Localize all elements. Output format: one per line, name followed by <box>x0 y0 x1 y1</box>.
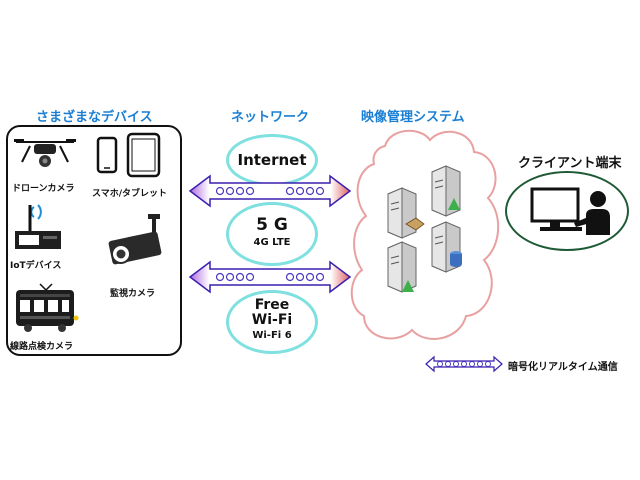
wifi-node: Free Wi-Fi Wi-Fi 6 <box>226 290 318 354</box>
device-label-camera: 監視カメラ <box>110 289 156 299</box>
device-label-iot: IoTデバイス <box>10 261 62 271</box>
network-heading: ネットワーク <box>231 110 310 125</box>
device-label-drone: ドローンカメラ <box>12 184 75 194</box>
server-2 <box>431 165 461 217</box>
lower-link-arrow <box>188 260 352 294</box>
server-4 <box>431 221 462 273</box>
fiveg-label: 5 G <box>256 215 288 235</box>
server-cloud-icon <box>350 129 500 340</box>
wifi-label: Wi-Fi <box>251 312 293 328</box>
server-3 <box>387 241 417 293</box>
system-heading: 映像管理システム <box>361 110 465 125</box>
legend-arrow-icon <box>425 355 503 373</box>
device-label-smartphone: スマホ/タブレット <box>92 189 168 199</box>
computer-user-icon <box>530 187 610 235</box>
upper-link-arrow <box>188 174 352 208</box>
client-heading: クライアント端末 <box>518 156 622 171</box>
iot-device-icon <box>15 204 61 249</box>
train-icon <box>16 283 79 332</box>
lower-link-dots <box>215 272 325 282</box>
server-1 <box>387 187 425 239</box>
internet-label: Internet <box>237 151 307 169</box>
free-label: Free <box>254 297 290 313</box>
legend-label: 暗号化リアルタイム通信 <box>508 362 618 373</box>
devices-heading: さまざまなデバイス <box>36 110 153 125</box>
upper-link-dots <box>215 186 325 196</box>
lte-label: 4G LTE <box>253 237 291 248</box>
client-node <box>505 171 629 251</box>
surveillance-camera-icon <box>108 214 162 265</box>
wifi6-label: Wi-Fi 6 <box>252 330 292 341</box>
device-label-train: 線路点検カメラ <box>10 342 74 352</box>
smartphone-tablet-icon <box>96 132 161 178</box>
drone-icon <box>14 139 76 167</box>
fiveg-node: 5 G 4G LTE <box>226 202 318 266</box>
internet-node: Internet <box>226 134 318 186</box>
